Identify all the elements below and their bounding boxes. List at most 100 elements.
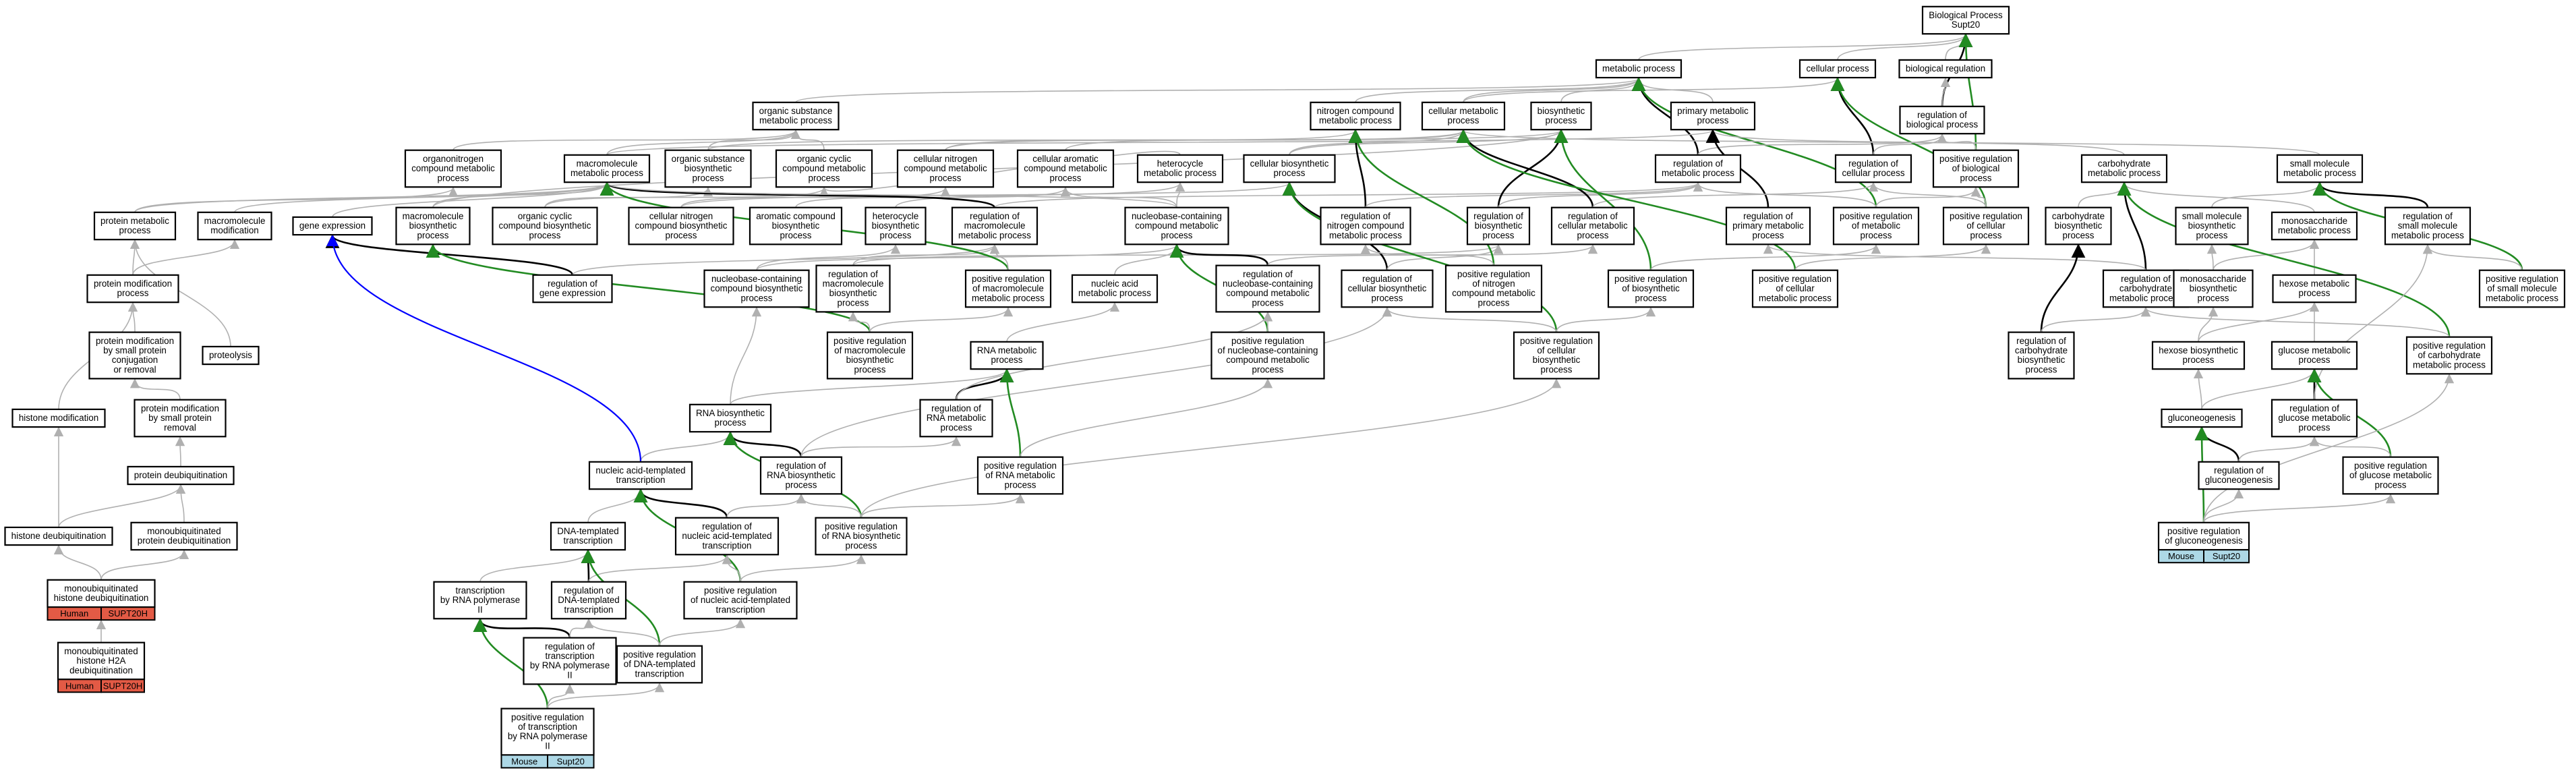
node-label-line: positive regulation [1950, 211, 2022, 221]
go-term-node-reg-macromolecule-biosynthetic[interactable]: regulation ofmacromoleculebiosyntheticpr… [815, 264, 891, 313]
go-term-node-proteolysis[interactable]: proteolysis [202, 345, 260, 366]
go-term-node-metabolic[interactable]: metabolic process [1595, 59, 1682, 79]
node-label-line: compound biosynthetic [711, 283, 803, 293]
go-term-node-gene-expression[interactable]: gene expression [292, 216, 373, 236]
go-term-node-histone-modification[interactable]: histone modification [11, 408, 106, 428]
go-term-node-reg-nucleobase-metabolic[interactable]: regulation ofnucleobase-containingcompou… [1215, 264, 1320, 313]
edge-is-a-pos-reg-rna-biosynthetic-to-reg-rna-biosynthetic [796, 493, 862, 518]
go-term-node-histone-deubiquitination[interactable]: histone deubiquitination [4, 526, 113, 546]
edge-is-a-organic-substance-metabolic-to-metabolic [795, 77, 1643, 103]
node-label-line: transcription [564, 536, 613, 546]
go-term-node-cellular-process[interactable]: cellular process [1798, 59, 1877, 79]
go-term-node-biological-regulation[interactable]: biological regulation [1898, 59, 1993, 79]
node-box [919, 399, 993, 438]
go-term-node-protein-deubiquitination[interactable]: protein deubiquitination [127, 465, 235, 486]
node-label-line: metabolic process [2109, 293, 2182, 303]
go-term-node-gluconeogenesis[interactable]: gluconeogenesis [2161, 408, 2243, 428]
go-term-node-reg-carbohydrate-biosynthetic[interactable]: regulation ofcarbohydratebiosyntheticpro… [2008, 331, 2075, 380]
